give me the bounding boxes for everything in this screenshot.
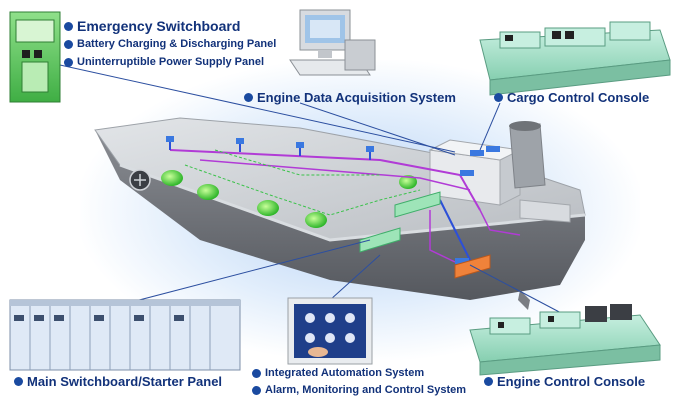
integrated-automation-panel-image: [287, 297, 373, 365]
superstructure: [428, 121, 571, 223]
ups-panel-text: Uninterruptible Power Supply Panel: [77, 56, 265, 68]
piping-network: [169, 140, 521, 263]
cargo-console-text: Cargo Control Console: [507, 90, 650, 105]
integrated-automation-text: Integrated Automation System: [265, 367, 425, 379]
engine-data-text: Engine Data Acquisition System: [257, 90, 456, 105]
cargo-control-console-image: [479, 21, 671, 96]
battery-panel-text: Battery Charging & Discharging Panel: [77, 38, 277, 50]
main-switchboard-image: [9, 299, 241, 371]
main-switchboard-text: Main Switchboard/Starter Panel: [27, 374, 223, 389]
deck-modules: [359, 191, 491, 279]
cargo-console-label: Cargo Control Console: [494, 90, 649, 105]
valve-markers: [166, 136, 500, 264]
bullet-icon: [494, 93, 503, 102]
cargo-hatches: [161, 170, 417, 228]
engine-control-console-image: [469, 304, 661, 376]
bullet-icon: [64, 21, 73, 31]
bullet-icon: [252, 385, 261, 395]
emergency-switchboard-image: [9, 11, 61, 103]
bullet-icon: [64, 57, 73, 67]
bullet-icon: [64, 39, 73, 49]
engine-data-label: Engine Data Acquisition System: [244, 90, 456, 105]
main-switchboard-label: Main Switchboard/Starter Panel: [14, 374, 222, 389]
integrated-automation-label: Integrated Automation System: [252, 367, 424, 379]
emergency-switchboard-label: Emergency Switchboard: [64, 18, 240, 34]
bullet-icon: [244, 93, 253, 102]
bullet-icon: [252, 368, 261, 378]
engine-console-text: Engine Control Console: [497, 374, 646, 389]
engine-data-computer-image: [289, 9, 376, 76]
leader-lines: [59, 64, 566, 316]
battery-panel-label: Battery Charging & Discharging Panel: [64, 38, 276, 50]
alarm-monitoring-text: Alarm, Monitoring and Control System: [265, 384, 467, 396]
engine-console-label: Engine Control Console: [484, 374, 645, 389]
ups-panel-label: Uninterruptible Power Supply Panel: [64, 56, 264, 68]
alarm-monitoring-label: Alarm, Monitoring and Control System: [252, 384, 466, 396]
bullet-icon: [14, 377, 23, 386]
bullet-icon: [484, 377, 493, 386]
ship-hull: [94, 117, 586, 310]
emergency-switchboard-text: Emergency Switchboard: [77, 18, 241, 34]
